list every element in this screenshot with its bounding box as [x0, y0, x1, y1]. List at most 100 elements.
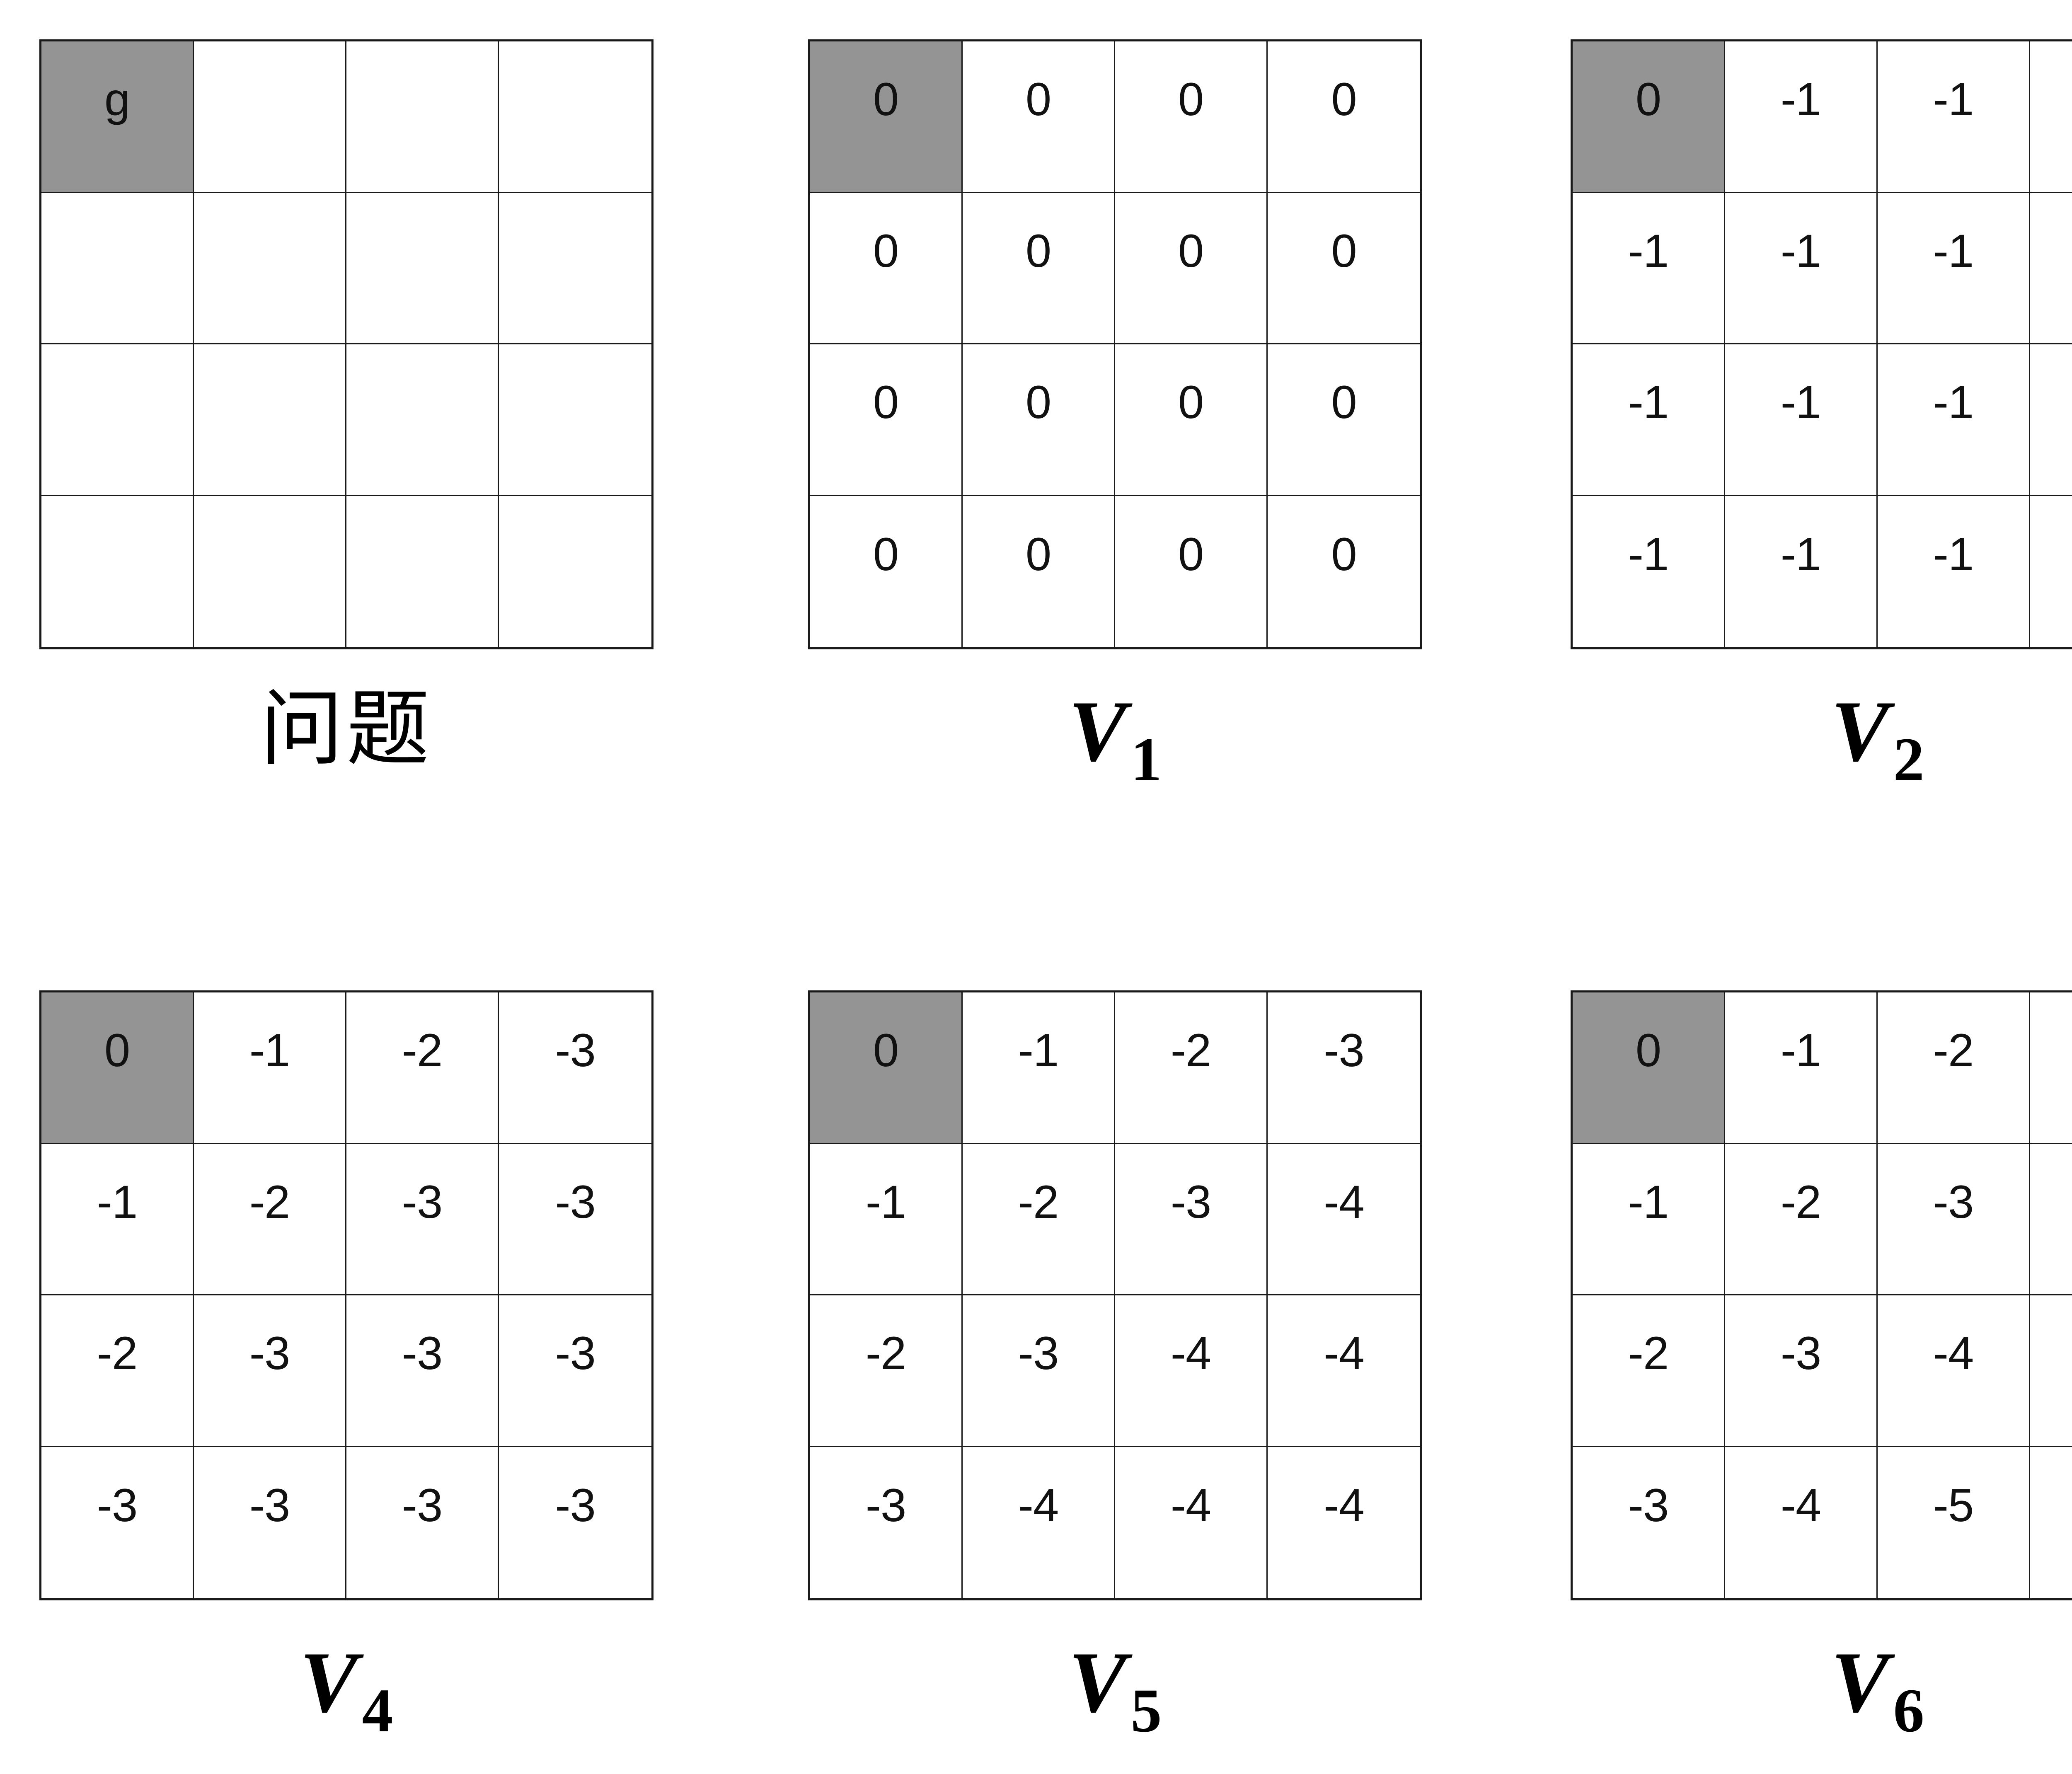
grid-cell: 0	[1573, 992, 1725, 1144]
grid-cell	[194, 41, 346, 193]
grid-cell: -5	[1878, 1447, 2030, 1598]
grid-cell	[41, 496, 194, 647]
grid-cell: -3	[1725, 1295, 1878, 1447]
grid-cell: -3	[555, 1479, 596, 1532]
grid-cell: 0	[1573, 41, 1725, 193]
grid-cell: -2	[41, 1295, 194, 1447]
grid-cell: 0	[1115, 193, 1268, 344]
grid-cell: -1	[1878, 193, 2030, 344]
caption-subscript: 5	[1130, 1676, 1162, 1745]
grid-cell	[499, 344, 651, 496]
grid-cell: 0	[810, 344, 963, 496]
grid-cell: -1	[194, 992, 346, 1144]
caption-subscript: 2	[1893, 725, 1924, 794]
grid-cell: -3	[1573, 1447, 1725, 1598]
grid-cell: -3	[1878, 1144, 2030, 1295]
panel-caption-v1: V1	[808, 688, 1422, 791]
grid-cell: 0	[1268, 193, 1420, 344]
grid-cell: -4	[1268, 1144, 1420, 1295]
grid-cell: -2	[1573, 1295, 1725, 1447]
grid-cell: -4	[1878, 1295, 2030, 1447]
grid-cell: -3	[194, 1447, 346, 1598]
value-grid-v4: 0-1-2-3-1-2-3-3-2-3-3-3-3-3-3-3	[39, 990, 654, 1600]
grid-cell: 0	[810, 193, 963, 344]
grid-cell	[499, 496, 651, 648]
grid-cell	[346, 193, 499, 344]
grid-cell: -3	[499, 992, 651, 1144]
grid-cell	[41, 344, 194, 496]
grid-panel-v5: 0-1-2-3-1-2-3-4-2-3-4-4-3-4-4-4	[808, 990, 1422, 1600]
grid-cell	[41, 193, 194, 344]
grid-cell: -2	[810, 1295, 963, 1447]
caption-subscript: 4	[362, 1676, 393, 1745]
grid-cell: 0	[41, 992, 194, 1144]
grid-cell: -1	[1878, 41, 2030, 193]
grid-cell: -1	[1725, 344, 1878, 496]
grid-cell: -3	[41, 1447, 194, 1598]
grid-cell: -3	[346, 1295, 499, 1447]
grid-cell	[194, 193, 346, 344]
grid-cell: -4	[1115, 1295, 1268, 1447]
grid-cell: -3	[810, 1447, 963, 1598]
grid-cell: -4	[2030, 1144, 2072, 1295]
grid-cell: -1	[1878, 344, 2030, 496]
grid-cell	[346, 41, 499, 193]
grid-cell: -1	[2030, 41, 2072, 193]
grid-cell: -2	[963, 1144, 1115, 1295]
grid-cell: -1	[2030, 193, 2072, 344]
grid-cell: -1	[1573, 193, 1725, 344]
caption-symbol: V	[1831, 683, 1889, 779]
grid-cell: 0	[1331, 528, 1357, 581]
grid-cell: -1	[810, 1144, 963, 1295]
caption-subscript: 6	[1893, 1676, 1924, 1745]
value-grid-problem: g	[39, 39, 654, 649]
grid-cell	[499, 41, 651, 193]
grid-cell: -1	[2030, 344, 2072, 496]
grid-cell	[194, 496, 346, 647]
value-grid-v5: 0-1-2-3-1-2-3-4-2-3-4-4-3-4-4-4	[808, 990, 1422, 1600]
grid-cell: -2	[1115, 992, 1268, 1144]
grid-cell: g	[41, 41, 194, 193]
grid-panel-v2: 0-1-1-1-1-1-1-1-1-1-1-1-1-1-1-1	[1571, 39, 2072, 649]
grid-cell: -1	[963, 992, 1115, 1144]
grid-cell: -3	[963, 1295, 1115, 1447]
grid-cell: -1	[41, 1144, 194, 1295]
caption-symbol: V	[1068, 683, 1127, 779]
grid-cell: -2	[1725, 1144, 1878, 1295]
grid-cell: 0	[1268, 344, 1420, 496]
grid-panel-problem: g	[39, 39, 654, 649]
grid-cell: -3	[346, 1447, 499, 1598]
grid-cell	[499, 193, 651, 344]
grid-panel-v6: 0-1-2-3-1-2-3-4-2-3-4-5-3-4-5-5	[1571, 990, 2072, 1600]
value-grid-v6: 0-1-2-3-1-2-3-4-2-3-4-5-3-4-5-5	[1571, 990, 2072, 1600]
grid-cell: -3	[499, 1295, 651, 1447]
grid-cell: 0	[1115, 344, 1268, 496]
grid-cell: -1	[1573, 496, 1725, 647]
grid-cell	[346, 496, 499, 647]
grid-cell: -1	[1725, 496, 1878, 647]
grid-cell: -4	[1268, 1295, 1420, 1447]
panel-caption-v4: V4	[39, 1639, 654, 1742]
grid-cell: -1	[1725, 41, 1878, 193]
caption-subscript: 1	[1130, 725, 1162, 794]
grid-panel-v4: 0-1-2-3-1-2-3-3-2-3-3-3-3-3-3-3	[39, 990, 654, 1600]
grid-cell: 0	[810, 992, 963, 1144]
grid-cell: -2	[1878, 992, 2030, 1144]
caption-symbol: V	[300, 1634, 358, 1730]
grid-cell: 0	[963, 344, 1115, 496]
grid-cell: 0	[1115, 496, 1268, 647]
caption-symbol: V	[1068, 1634, 1127, 1730]
grid-cell: -3	[346, 1144, 499, 1295]
grid-cell	[346, 344, 499, 496]
grid-cell: -1	[1878, 496, 2030, 647]
grid-cell	[194, 344, 346, 496]
grid-cell: 0	[963, 496, 1115, 647]
grid-cell: 0	[810, 496, 963, 647]
grid-cell: -5	[2030, 1295, 2072, 1447]
grid-cell: -1	[1573, 344, 1725, 496]
grid-cell: -3	[1268, 992, 1420, 1144]
panel-caption-problem: 问题	[39, 688, 654, 771]
grid-cell: 0	[810, 41, 963, 193]
grid-cell: -3	[2030, 992, 2072, 1144]
